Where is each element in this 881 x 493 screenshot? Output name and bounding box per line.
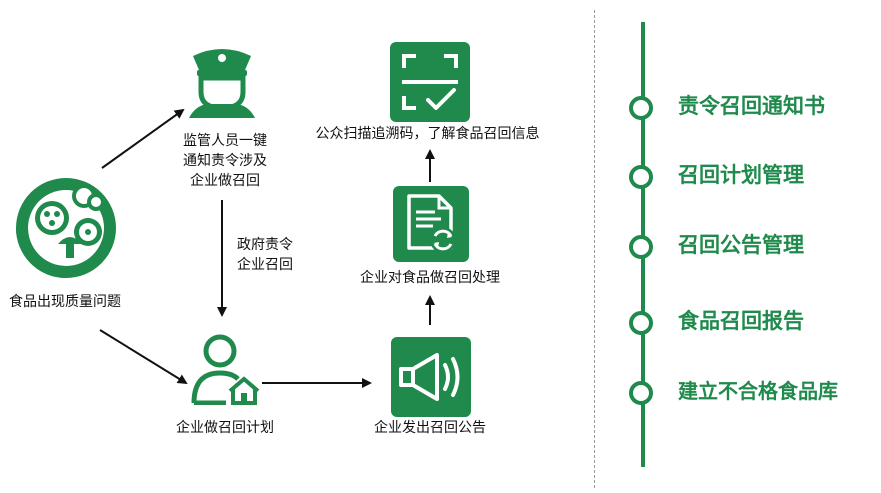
police-officer-icon <box>189 49 255 118</box>
supervisor-label-1: 监管人员一键 <box>183 133 267 149</box>
step-recall-notice-management: 召回公告管理 <box>678 233 804 257</box>
timeline-dot <box>629 311 653 335</box>
timeline-dot <box>629 96 653 120</box>
document-recycle-icon <box>407 194 456 253</box>
gov-order-label-2: 企业召回 <box>237 257 293 273</box>
divider-line <box>594 10 595 488</box>
timeline-dot <box>629 381 653 405</box>
food-quality-icon <box>16 178 116 278</box>
step-recall-order-notice: 责令召回通知书 <box>678 94 825 118</box>
gov-order-label-1: 政府责令 <box>237 237 293 253</box>
recall-handling-label: 企业对食品做召回处理 <box>360 270 500 286</box>
recall-notice-label: 企业发出召回公告 <box>374 420 486 436</box>
scan-check-icon <box>402 54 458 110</box>
step-nonconforming-food-library: 建立不合格食品库 <box>678 379 838 403</box>
timeline-dot <box>629 165 653 189</box>
user-house-icon <box>191 334 260 405</box>
public-scan-label: 公众扫描追溯码，了解食品召回信息 <box>315 126 540 142</box>
food-problem-label: 食品出现质量问题 <box>9 294 121 310</box>
megaphone-icon <box>399 353 460 401</box>
scan-box <box>390 42 470 122</box>
arrow-problem-to-plan <box>99 329 188 385</box>
supervisor-label-2: 通知责令涉及 <box>183 153 267 169</box>
recall-plan-label: 企业做召回计划 <box>176 420 274 436</box>
megaphone-box <box>391 337 471 417</box>
step-recall-report: 食品召回报告 <box>678 309 804 333</box>
document-recycle-box <box>393 186 469 262</box>
arrow-problem-to-supervisor <box>101 108 185 169</box>
timeline-dot <box>629 235 653 259</box>
supervisor-label-3: 企业做召回 <box>190 173 260 189</box>
step-recall-plan-management: 召回计划管理 <box>678 163 804 187</box>
